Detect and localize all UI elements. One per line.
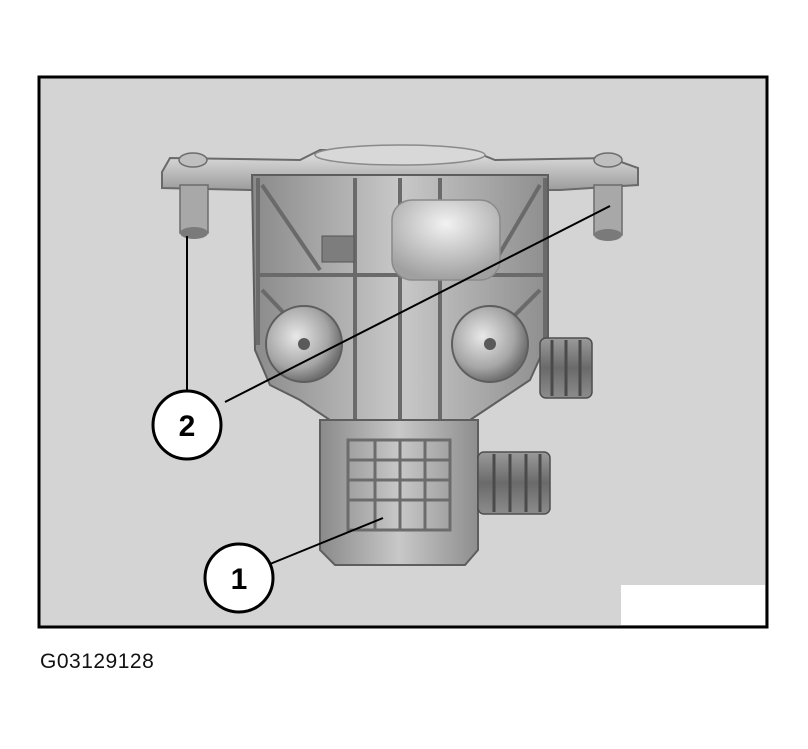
callout-2-number: 2: [179, 410, 196, 443]
left-mounting-pin: [178, 152, 209, 239]
lower-side-port: [477, 451, 551, 515]
valve-block-component: [161, 144, 639, 566]
leader-lines: [186, 205, 611, 565]
callout-1-number: 1: [231, 563, 248, 596]
leader-1-to-housing: [269, 517, 384, 565]
lower-housing-grid: [346, 438, 452, 532]
central-dome: [314, 144, 486, 166]
leader-2-to-right-pin: [224, 205, 611, 403]
right-mounting-pin: [593, 152, 623, 241]
internal-bracket: [321, 235, 355, 263]
right-knob: [451, 305, 529, 383]
blank-label-box: [621, 585, 765, 625]
internal-cylinder: [391, 199, 501, 281]
callout-1: 1: [203, 542, 275, 614]
figure-code: G03129128: [40, 650, 155, 673]
left-knob: [265, 305, 343, 383]
upper-side-port: [539, 337, 593, 399]
callout-2: 2: [151, 389, 223, 461]
